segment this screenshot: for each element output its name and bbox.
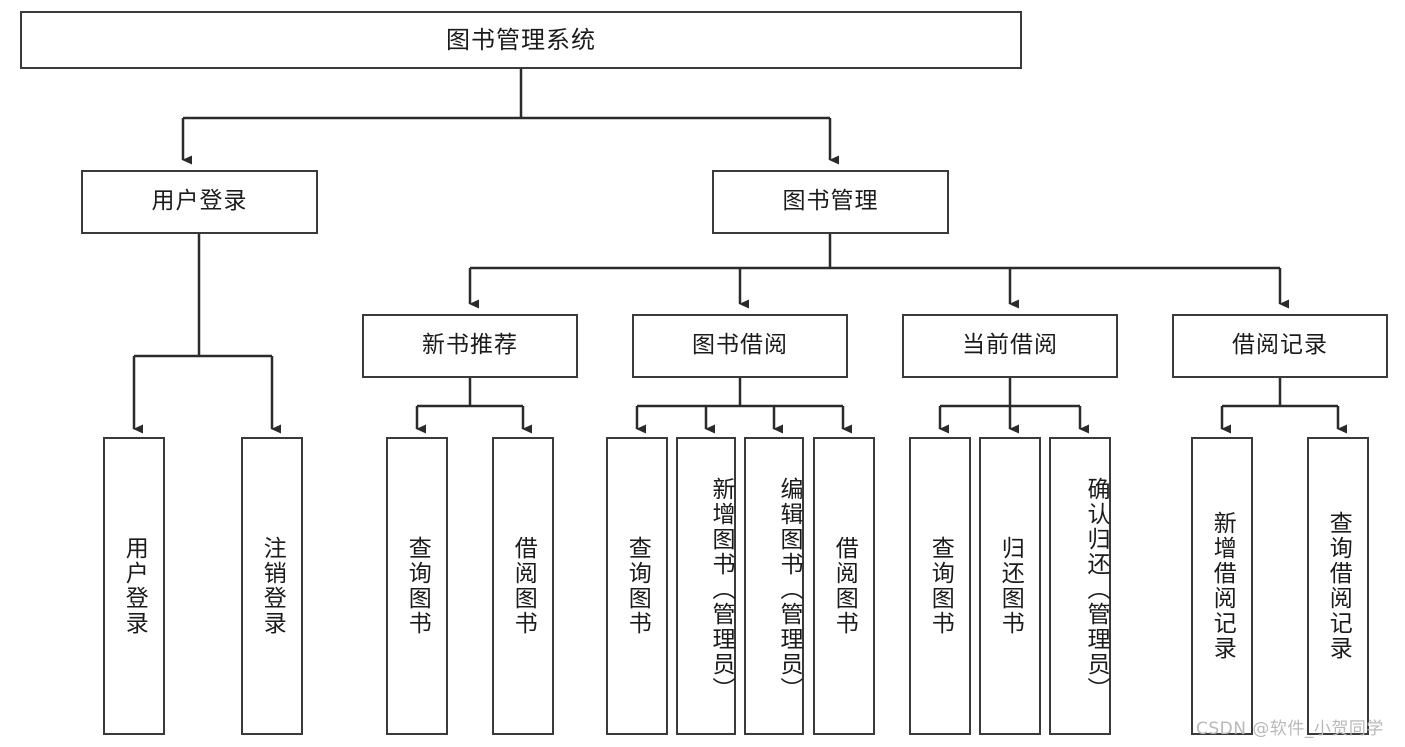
node-root-system[interactable]: 图书管理系统 bbox=[20, 11, 1022, 69]
node-new-book-recommend-label: 新书推荐 bbox=[422, 332, 518, 359]
leaf-current-borrow-confirm-label: 确认归还（管理员） bbox=[1083, 476, 1109, 702]
leaf-book-borrow-lend-label: 借阅图书 bbox=[831, 536, 858, 636]
node-user-login[interactable]: 用户登录 bbox=[81, 170, 318, 234]
leaf-current-borrow-confirm[interactable]: 确认归还（管理员） bbox=[1049, 437, 1111, 735]
leaf-current-borrow-query-label: 查询图书 bbox=[927, 536, 954, 636]
leaf-borrow-record-add[interactable]: 新增借阅记录 bbox=[1191, 437, 1253, 735]
node-borrow-record[interactable]: 借阅记录 bbox=[1172, 314, 1388, 378]
node-book-manage[interactable]: 图书管理 bbox=[712, 170, 949, 234]
leaf-book-borrow-add-label: 新增图书（管理员） bbox=[708, 476, 734, 702]
leaf-borrow-record-query-label: 查询借阅记录 bbox=[1325, 511, 1352, 661]
node-root-system-label: 图书管理系统 bbox=[446, 25, 596, 54]
node-book-manage-label: 图书管理 bbox=[782, 188, 879, 215]
leaf-book-borrow-query-label: 查询图书 bbox=[624, 536, 651, 636]
leaf-book-borrow-edit-label: 编辑图书（管理员） bbox=[776, 476, 802, 702]
node-book-borrow-label: 图书借阅 bbox=[692, 332, 788, 359]
node-user-login-label: 用户登录 bbox=[151, 188, 248, 215]
leaf-book-borrow-edit[interactable]: 编辑图书（管理员） bbox=[744, 437, 804, 735]
leaf-borrow-record-query[interactable]: 查询借阅记录 bbox=[1307, 437, 1369, 735]
node-borrow-record-label: 借阅记录 bbox=[1232, 332, 1328, 359]
leaf-new-book-query[interactable]: 查询图书 bbox=[386, 437, 448, 735]
leaf-new-book-borrow[interactable]: 借阅图书 bbox=[492, 437, 554, 735]
leaf-user-login-login-label: 用户登录 bbox=[121, 536, 148, 636]
leaf-current-borrow-return-label: 归还图书 bbox=[997, 536, 1024, 636]
leaf-book-borrow-add[interactable]: 新增图书（管理员） bbox=[676, 437, 736, 735]
node-current-borrow-label: 当前借阅 bbox=[962, 332, 1058, 359]
node-current-borrow[interactable]: 当前借阅 bbox=[902, 314, 1118, 378]
leaf-new-book-query-label: 查询图书 bbox=[404, 536, 431, 636]
leaf-book-borrow-lend[interactable]: 借阅图书 bbox=[813, 437, 875, 735]
node-book-borrow[interactable]: 图书借阅 bbox=[632, 314, 848, 378]
node-new-book-recommend[interactable]: 新书推荐 bbox=[362, 314, 578, 378]
leaf-user-login-login[interactable]: 用户登录 bbox=[103, 437, 165, 735]
leaf-borrow-record-add-label: 新增借阅记录 bbox=[1209, 511, 1236, 661]
leaf-user-login-logout-label: 注销登录 bbox=[259, 536, 286, 636]
leaf-current-borrow-return[interactable]: 归还图书 bbox=[979, 437, 1041, 735]
leaf-book-borrow-query[interactable]: 查询图书 bbox=[606, 437, 668, 735]
leaf-new-book-borrow-label: 借阅图书 bbox=[510, 536, 537, 636]
leaf-user-login-logout[interactable]: 注销登录 bbox=[241, 437, 303, 735]
leaf-current-borrow-query[interactable]: 查询图书 bbox=[909, 437, 971, 735]
